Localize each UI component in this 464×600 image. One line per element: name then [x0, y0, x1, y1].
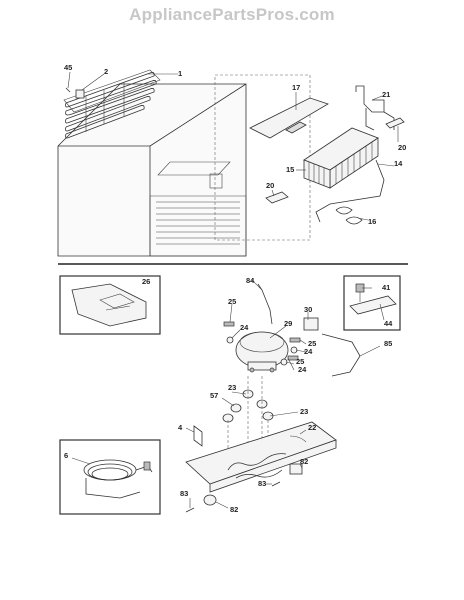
callout-15: 15: [286, 165, 294, 174]
bracket-2: [75, 89, 85, 99]
callout-84: 84: [246, 276, 255, 285]
leader-lines-lower: [71, 279, 385, 509]
screw-45: [65, 87, 71, 93]
callout-25c: 25: [296, 357, 304, 366]
relay-30: [303, 317, 319, 331]
callout-24a: 24: [240, 323, 249, 332]
callout-24b: 24: [304, 347, 313, 356]
callout-24c: 24: [298, 365, 307, 374]
clip-16b: [345, 216, 363, 225]
callout-23b: 23: [300, 407, 308, 416]
callout-26: 26: [142, 277, 150, 286]
callout-57: 57: [210, 391, 218, 400]
callout-20a: 20: [398, 143, 406, 152]
tube-85: [321, 333, 361, 377]
wire-14: [315, 159, 385, 223]
condenser-coil: [63, 69, 161, 139]
tube-21: [355, 85, 385, 113]
callout-83a: 83: [180, 489, 188, 498]
callout-25a: 25: [228, 297, 236, 306]
inset-box-6: [59, 439, 161, 515]
callout-labels: 45 2 1 17 21 20 14 15 20 16 84 26 25 30 …: [64, 63, 406, 514]
part-82b: [203, 494, 217, 506]
callout-4: 4: [178, 423, 183, 432]
callout-82a: 82: [300, 457, 308, 466]
screw-83a: [185, 507, 195, 513]
callout-17: 17: [292, 83, 300, 92]
leader-lines-upper: [67, 71, 399, 221]
site-title: AppliancePartsPros.com: [129, 5, 335, 24]
callout-82b: 82: [230, 505, 238, 514]
screw-83b: [271, 481, 281, 487]
compressor-29: [235, 331, 289, 373]
callout-45: 45: [64, 63, 72, 72]
callout-85: 85: [384, 339, 392, 348]
callout-22: 22: [308, 423, 316, 432]
condenser-15: [303, 127, 379, 189]
bracket-20a: [385, 117, 405, 129]
callout-20b: 20: [266, 181, 274, 190]
callout-6: 6: [64, 451, 68, 460]
clip-25b: [289, 337, 301, 343]
callout-21: 21: [382, 90, 390, 99]
base-plate-22: [185, 421, 337, 493]
cabinet: [57, 83, 247, 257]
callout-41: 41: [382, 283, 390, 292]
bracket-20b: [265, 191, 289, 204]
tube-84: [257, 283, 273, 325]
back-panel-outline: [214, 74, 311, 241]
callout-16: 16: [368, 217, 376, 226]
part-4: [193, 425, 203, 447]
grommet-24a: [226, 336, 234, 344]
channel-17: [249, 97, 329, 139]
callout-83b: 83: [258, 479, 266, 488]
inset-box-41-44: [343, 275, 401, 331]
callout-44: 44: [384, 319, 393, 328]
callout-14: 14: [394, 159, 403, 168]
clip-16a: [335, 206, 353, 215]
callout-25b: 25: [308, 339, 316, 348]
callout-23a: 23: [228, 383, 236, 392]
clip-25a: [223, 321, 235, 327]
callout-29: 29: [284, 319, 292, 328]
inset-box-26: [59, 275, 161, 335]
callout-30: 30: [304, 305, 312, 314]
callout-2: 2: [104, 67, 108, 76]
callout-1: 1: [178, 69, 182, 78]
part-82a: [289, 463, 303, 475]
